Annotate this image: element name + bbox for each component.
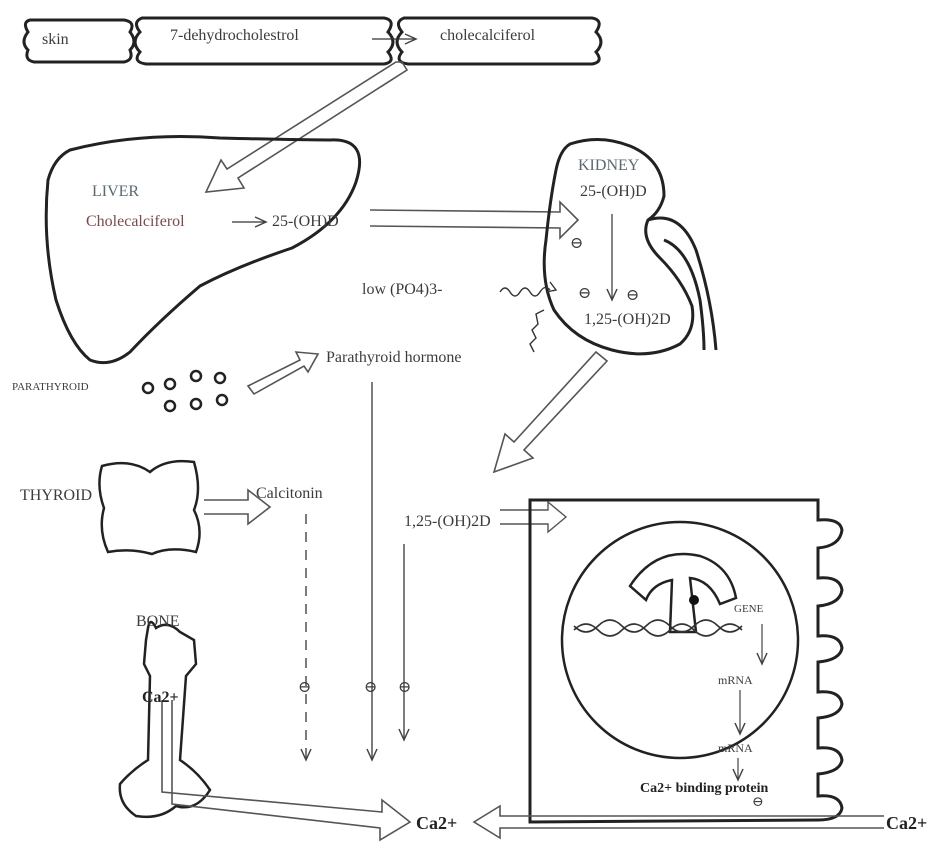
skin-to-liver-arrow	[206, 62, 407, 192]
kidney-minus-1: ⊖	[570, 236, 583, 252]
cell-calcium-out-label: Ca2+	[886, 814, 927, 832]
parathyroid-glands	[143, 371, 227, 411]
liver-product: 25-(OH)D	[272, 214, 339, 230]
low-phosphate-label: low (PO4)3-	[362, 282, 442, 298]
phosphate-wavy-arrow	[500, 287, 550, 296]
skin-box	[24, 20, 134, 62]
thyroid-label: THYROID	[20, 488, 92, 504]
vitd-receptor	[630, 554, 736, 632]
kidney-minus-2: ⊖	[578, 286, 591, 302]
mrna-label-2: mRNA	[718, 742, 753, 754]
binding-protein-label: Ca2+ binding protein	[640, 782, 768, 796]
receptor-ligand	[689, 595, 699, 605]
precursor-label: 7-dehydrocholestrol	[170, 28, 299, 44]
gene-label: GENE	[734, 604, 763, 615]
vitd-active-label: 1,25-(OH)2D	[404, 514, 491, 530]
parathyroid-label: PARATHYROID	[12, 382, 89, 393]
kidney-minus-3: ⊖	[626, 288, 639, 304]
bone-to-calcium-arrow	[162, 700, 410, 840]
dna-helix	[574, 620, 742, 636]
pth-wavy-line	[530, 310, 544, 352]
product-label: cholecalciferol	[440, 28, 535, 44]
mrna-label-1: mRNA	[718, 674, 753, 686]
cell-minus: ⊖	[752, 796, 764, 810]
liver-outline	[46, 137, 359, 363]
calcitonin-label: Calcitonin	[256, 486, 323, 502]
bone-calcium-label: Ca2+	[142, 690, 179, 706]
kidney-title: KIDNEY	[578, 158, 639, 174]
pth-minus: ⊖	[364, 680, 377, 696]
bone-title: BONE	[136, 614, 180, 630]
kidney-to-cell-arrow	[494, 352, 607, 472]
thyroid-outline	[99, 461, 199, 554]
liver-substrate: Cholecalciferol	[86, 214, 185, 230]
vitd-minus: ⊖	[398, 680, 411, 696]
liver-title: LIVER	[92, 184, 139, 200]
kidney-product: 1,25-(OH)2D	[584, 312, 671, 328]
parathyroid-hormone-label: Parathyroid hormone	[326, 350, 462, 366]
calcium-pool-label: Ca2+	[416, 814, 457, 832]
skin-label: skin	[42, 32, 69, 48]
bone-outline	[120, 622, 210, 817]
vitd-into-cell-arrow	[500, 502, 566, 532]
kidney-substrate: 25-(OH)D	[580, 184, 647, 200]
calcitonin-minus: ⊖	[298, 680, 311, 696]
parathyroid-hollow-arrow	[248, 352, 318, 394]
